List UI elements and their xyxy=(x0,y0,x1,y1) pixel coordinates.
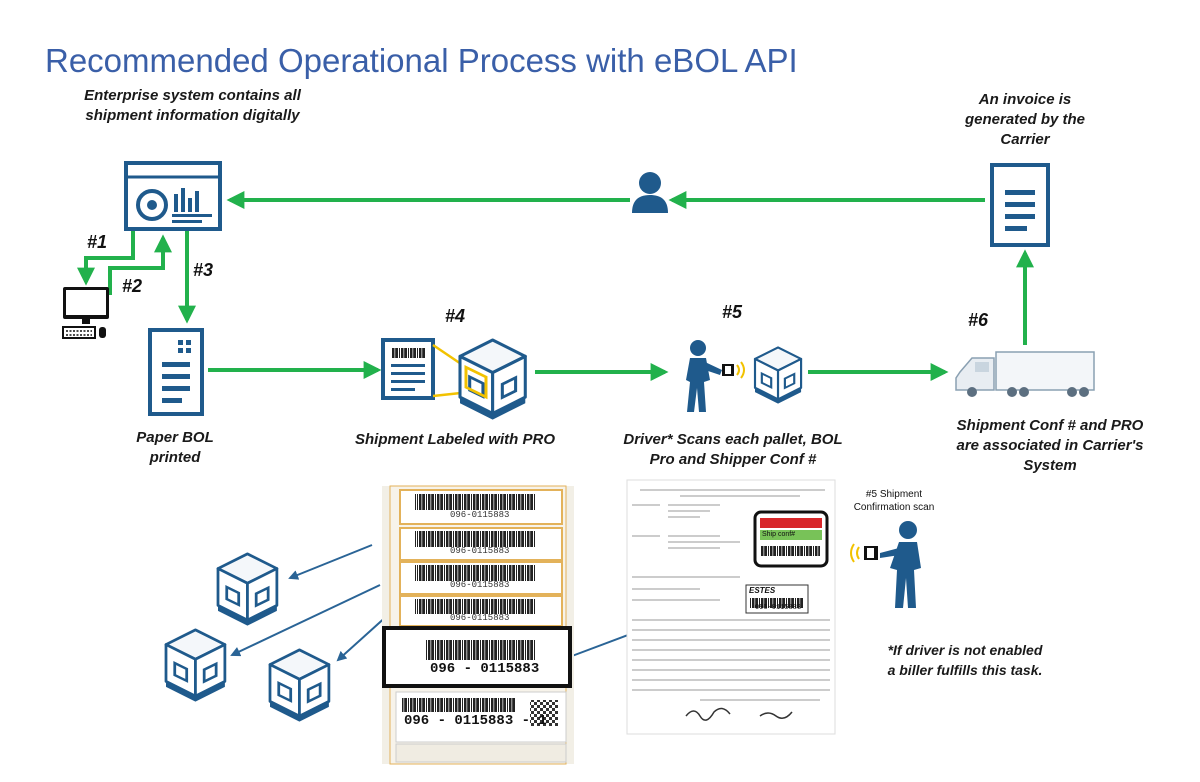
step-6-label: #6 xyxy=(968,310,989,330)
ship-conf-label: Ship conf# xyxy=(762,531,796,538)
barcode-number: 096-0115883 xyxy=(450,546,510,556)
pallet-box-icon xyxy=(268,648,331,723)
arrow-step2 xyxy=(108,234,172,295)
label-strip xyxy=(399,561,563,595)
labeled-caption: Shipment Labeled with PRO xyxy=(354,431,556,448)
barcode-number: 096-0115883 xyxy=(450,580,510,590)
flow-arrows xyxy=(77,191,1034,381)
paper-bol-caption: Paper BOL printed xyxy=(136,429,214,466)
enterprise-dashboard-icon xyxy=(124,161,222,231)
highlighted-barcode-number: 096 - 0115883 xyxy=(430,661,540,677)
enterprise-caption: Enterprise system contains all shipment … xyxy=(84,87,301,124)
invoice-document-icon xyxy=(990,163,1050,247)
desktop-computer-icon xyxy=(62,287,109,339)
associated-caption: Shipment Conf # and PRO are associated i… xyxy=(956,417,1144,474)
driver-scan-caption: Driver* Scans each pallet, BOL Pro and S… xyxy=(623,431,843,468)
barcode-labels-sheet xyxy=(382,485,574,765)
truck-icon xyxy=(955,351,1095,397)
pallet-box-icon xyxy=(216,552,279,627)
label-strip xyxy=(399,527,563,561)
arrow-step1 xyxy=(77,225,135,286)
driver-scanning-icon xyxy=(686,340,745,412)
label-strip xyxy=(399,489,563,525)
step-3-label: #3 xyxy=(193,260,214,280)
scanned-bol-document xyxy=(626,479,836,735)
scanned-pallet-icon xyxy=(753,346,803,405)
bol-pro-number: 096-0115883 xyxy=(755,604,802,612)
scanner-person-icon xyxy=(850,521,921,608)
bottom-barcode-number: 096 - 0115883 - 1 xyxy=(404,713,547,729)
pallet-box-icon xyxy=(164,628,227,703)
page-title: Recommended Operational Process with eBO… xyxy=(45,42,798,79)
step-2-label: #2 xyxy=(122,276,143,296)
step-5-label: #5 xyxy=(722,302,743,322)
paper-bol-icon xyxy=(148,328,204,416)
barcode-label-icon xyxy=(381,338,471,400)
invoice-caption: An invoice is generated by the Carrier xyxy=(964,91,1086,148)
estes-label: ESTES xyxy=(749,586,776,595)
step-1-label: #1 xyxy=(87,232,108,252)
barcode-number: 096-0115883 xyxy=(450,510,510,520)
confirmation-scan-caption: #5 Shipment Confirmation scan xyxy=(853,489,935,513)
step-4-label: #4 xyxy=(445,306,466,326)
labeled-pallet-icon xyxy=(458,338,527,422)
user-icon xyxy=(632,172,668,213)
barcode-number: 096-0115883 xyxy=(450,613,510,623)
footnote-caption: *If driver is not enabled a biller fulfi… xyxy=(887,642,1043,678)
